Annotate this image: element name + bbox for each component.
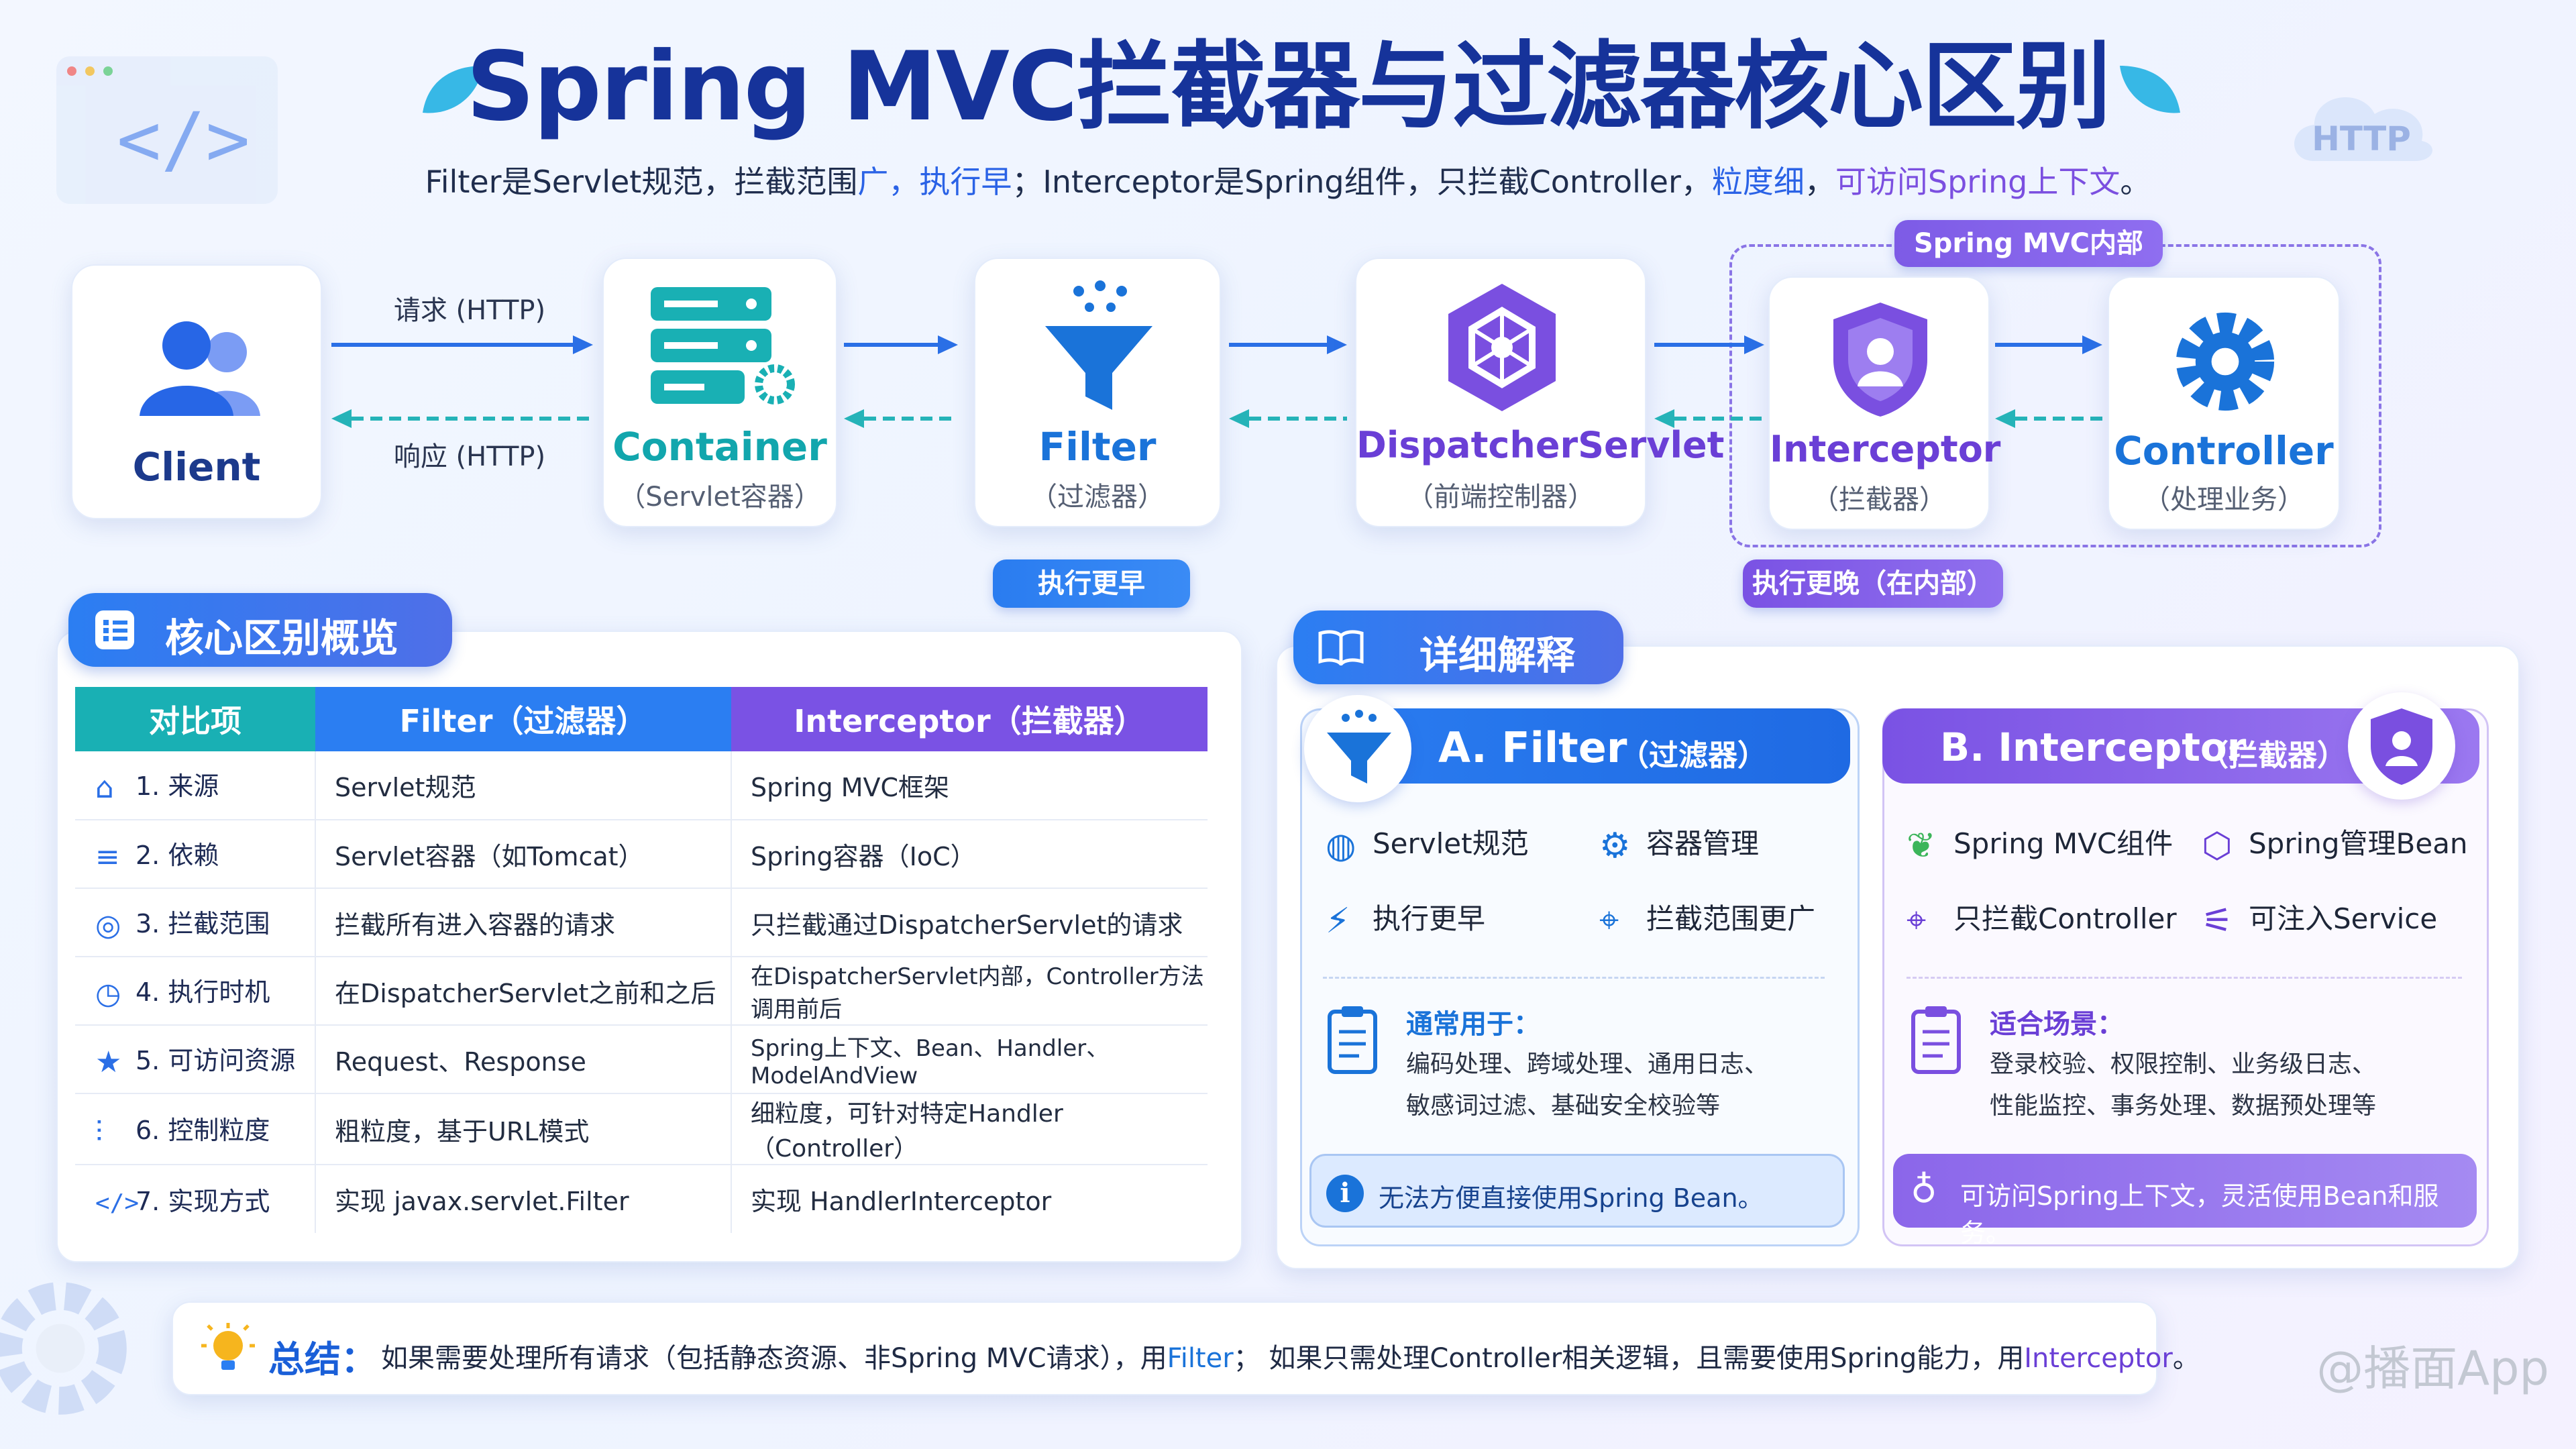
flow-node-dispatcher: DispatcherServlet （前端控制器）: [1355, 258, 1724, 527]
summary-label: 总结：: [268, 1338, 377, 1381]
table-row: ◷4. 执行时机 在DispatcherServlet之前和之后 在Dispat…: [75, 957, 1208, 1026]
arrow-dispatcher-interceptor: [1654, 331, 1764, 358]
arrow-interceptor-dispatcher: [1654, 405, 1764, 432]
interceptor-later-badge: 执行更晚（在内部）: [1743, 559, 2003, 608]
filter-use-line-1: 编码处理、跨域处理、通用日志、: [1406, 1051, 1769, 1078]
cloud-http-badge: HTTP: [2281, 80, 2442, 174]
col-item: 对比项: [75, 687, 315, 751]
leaf-decor-right: [2113, 59, 2187, 119]
shield-user-icon: [1827, 299, 1934, 420]
settings-icon: ⚙: [1599, 825, 1631, 866]
arrow-filter-dispatcher: [1229, 331, 1347, 358]
clipboard-icon: [1326, 1002, 1379, 1076]
summary-bar: 总结： 如果需要处理所有请求（包括静态资源、非Spring MVC请求），用Fi…: [172, 1301, 2200, 1395]
response-label: 响应 (HTTP): [393, 441, 546, 472]
filter-feature-3: ⚡执行更早: [1326, 900, 1486, 941]
request-arrow: [331, 331, 593, 358]
table-row: ★5. 可访问资源 Request、Response Spring上下文、Bea…: [75, 1025, 1208, 1094]
flow-node-filter: Filter （过滤器）: [974, 258, 1221, 527]
arrow-filter-container: [844, 405, 958, 432]
flow-node-container: Container （Servlet容器）: [602, 258, 837, 527]
crosshair-icon: ⌖: [1599, 900, 1619, 941]
users-icon: [133, 315, 267, 423]
table-row: ⫶6. 控制粒度 粗粒度，基于URL模式 细粒度，可针对特定Handler（Co…: [75, 1093, 1208, 1165]
filter-earlier-badge: 执行更早: [993, 559, 1190, 608]
page-subtitle: Filter是Servlet规范，拦截范围广，执行早；Interceptor是S…: [425, 164, 2151, 200]
request-label: 请求 (HTTP): [393, 295, 546, 326]
col-filter: Filter（过滤器）: [315, 687, 731, 751]
filter-feature-1: ◍Servlet规范: [1326, 825, 1529, 866]
filter-funnel-badge: [1304, 695, 1411, 802]
flow-node-controller: Controller （处理业务）: [2108, 276, 2340, 530]
interceptor-feature-1: ❦Spring MVC组件: [1907, 825, 2174, 866]
interceptor-feature-4: ⚟可注入Service: [2202, 900, 2438, 941]
code-window-decor: </>: [56, 56, 278, 204]
table-row: </>7. 实现方式 实现 javax.servlet.Filter 实现 Ha…: [75, 1165, 1208, 1233]
clipboard-icon: [1909, 1002, 1963, 1076]
filter-use-line-2: 敏感词过滤、基础安全校验等: [1406, 1092, 1721, 1120]
list-icon: [95, 610, 134, 649]
filter-use-title: 通常用于：: [1406, 1009, 1540, 1040]
arrow-container-filter: [844, 331, 958, 358]
leaf-decor-left: [416, 59, 490, 119]
target-icon: ◎: [95, 908, 121, 943]
arrow-interceptor-controller: [1995, 331, 2102, 358]
filter-divider: [1323, 977, 1825, 979]
summary-text: 如果需要处理所有请求（包括静态资源、非Spring MVC请求），用Filter…: [381, 1343, 2200, 1374]
flow-node-client: Client: [71, 264, 322, 519]
layers-icon: ≡: [95, 839, 120, 874]
arrow-controller-interceptor: [1995, 405, 2102, 432]
interceptor-feature-3: ⌖只拦截Controller: [1907, 900, 2177, 941]
info-icon: i: [1326, 1175, 1364, 1212]
hexagon-network-icon: [1442, 280, 1562, 415]
interceptor-feature-2: ⬡Spring管理Bean: [2202, 825, 2468, 866]
bag-icon: ⌂: [95, 771, 114, 805]
globe-icon: ◍: [1326, 825, 1356, 866]
server-icon: [651, 287, 798, 408]
book-icon: [1318, 629, 1364, 667]
cube-icon: ⬡: [2202, 825, 2233, 866]
filter-feature-4: ⌖拦截范围更广: [1599, 900, 1816, 941]
details-header: 详细解释: [1293, 610, 1623, 684]
flow-node-interceptor: Interceptor （拦截器）: [1768, 276, 2000, 530]
interceptor-use-line-2: 性能监控、事务处理、数据预处理等: [1990, 1092, 2377, 1120]
filter-feature-2: ⚙容器管理: [1599, 825, 1760, 866]
filter-note: i 无法方便直接使用Spring Bean。: [1309, 1154, 1845, 1228]
plug-icon: ⚟: [2202, 900, 2233, 941]
code-icon: </>: [117, 97, 250, 182]
interceptor-use-line-1: 登录校验、权限控制、业务级日志、: [1990, 1051, 2377, 1078]
folder-star-icon: ★: [95, 1044, 122, 1079]
page-title: Spring MVC拦截器与过滤器核心区别: [466, 32, 2111, 142]
table-row: ◎3. 拦截范围 拦截所有进入容器的请求 只拦截通过DispatcherServ…: [75, 888, 1208, 957]
filter-detail-header: A. Filter （过滤器）: [1334, 708, 1850, 784]
arrow-dispatcher-filter: [1229, 405, 1347, 432]
code-icon: </>: [95, 1189, 140, 1217]
table-row: ≡2. 依赖 Servlet容器（如Tomcat） Spring容器（IoC）: [75, 820, 1208, 889]
response-arrow: [331, 405, 593, 432]
crosshair-icon: ⌖: [1907, 900, 1927, 941]
table-row: ⌂1. 来源 Servlet规范 Spring MVC框架: [75, 751, 1208, 820]
watermark: @播面App: [2316, 1341, 2549, 1396]
comparison-table: 对比项 Filter（过滤器） Interceptor（拦截器） ⌂1. 来源 …: [75, 687, 1208, 1233]
gear-decor: [0, 1261, 148, 1436]
funnel-icon: [1327, 710, 1391, 784]
lightbulb-icon: ♁: [1911, 1169, 1937, 1211]
gear-icon: [2168, 305, 2282, 419]
clock-icon: ◷: [95, 976, 121, 1011]
lightbulb-icon: [201, 1322, 255, 1378]
sliders-icon: ⫶: [95, 1114, 103, 1149]
shield-user-icon: [2371, 708, 2432, 785]
lightning-icon: ⚡: [1326, 900, 1350, 941]
interceptor-note: ♁ 可访问Spring上下文，灵活使用Bean和服务。: [1893, 1154, 2477, 1248]
leaf-icon: ❦: [1907, 825, 1936, 866]
spring-mvc-group-label: Spring MVC内部: [1894, 220, 2163, 267]
interceptor-divider: [1907, 977, 2462, 979]
funnel-icon: [1038, 279, 1159, 413]
interceptor-use-title: 适合场景：: [1990, 1009, 2124, 1040]
overview-header: 核心区别概览: [68, 593, 452, 667]
interceptor-shield-badge: [2348, 692, 2455, 800]
col-interceptor: Interceptor（拦截器）: [731, 687, 1208, 751]
